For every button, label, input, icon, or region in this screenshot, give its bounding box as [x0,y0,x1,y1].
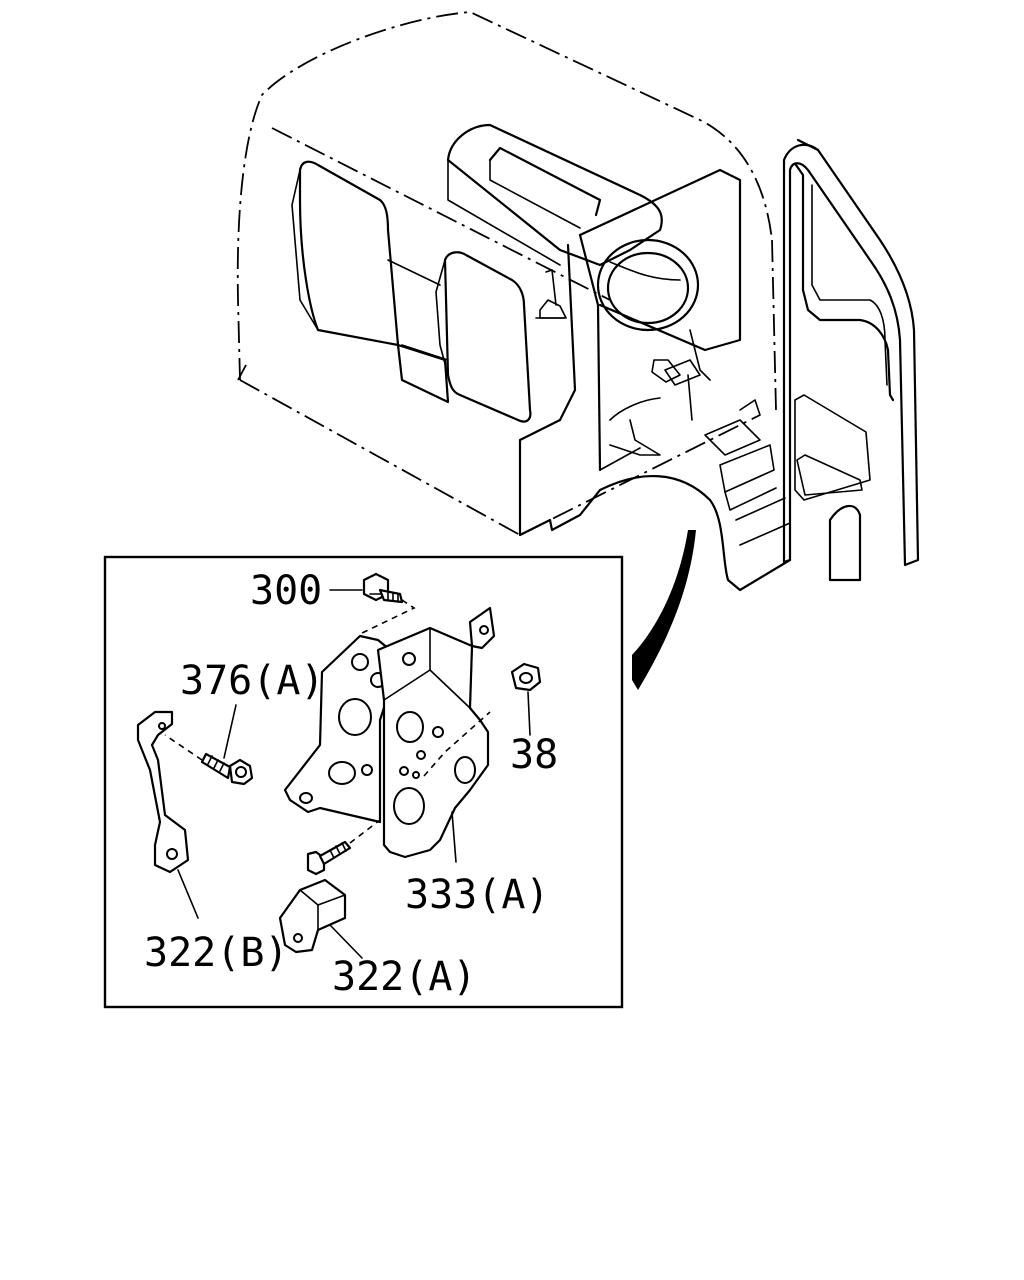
nut-38-icon [510,662,542,692]
label-376a: 376(A) [180,658,325,704]
leader-376a [223,704,237,759]
leader-322b [177,869,199,919]
leader-333a [451,811,457,863]
bolt-376a-icon [164,734,254,786]
label-333a: 333(A) [405,872,550,918]
label-322a: 322(A) [332,954,477,1000]
callout-wedge [632,530,696,690]
label-300: 300 [250,568,322,614]
bolt-322a-icon [306,819,381,876]
bracket-322a [278,878,347,954]
cab-overview [236,11,920,592]
bracket-322b [136,710,190,874]
leader-38 [527,691,531,736]
bracket-333a [283,606,496,859]
bolt-300-icon [359,572,416,635]
leader-322a [329,924,363,959]
label-38: 38 [510,732,558,778]
detail-frame [103,555,624,1009]
label-322b: 322(B) [144,930,289,976]
